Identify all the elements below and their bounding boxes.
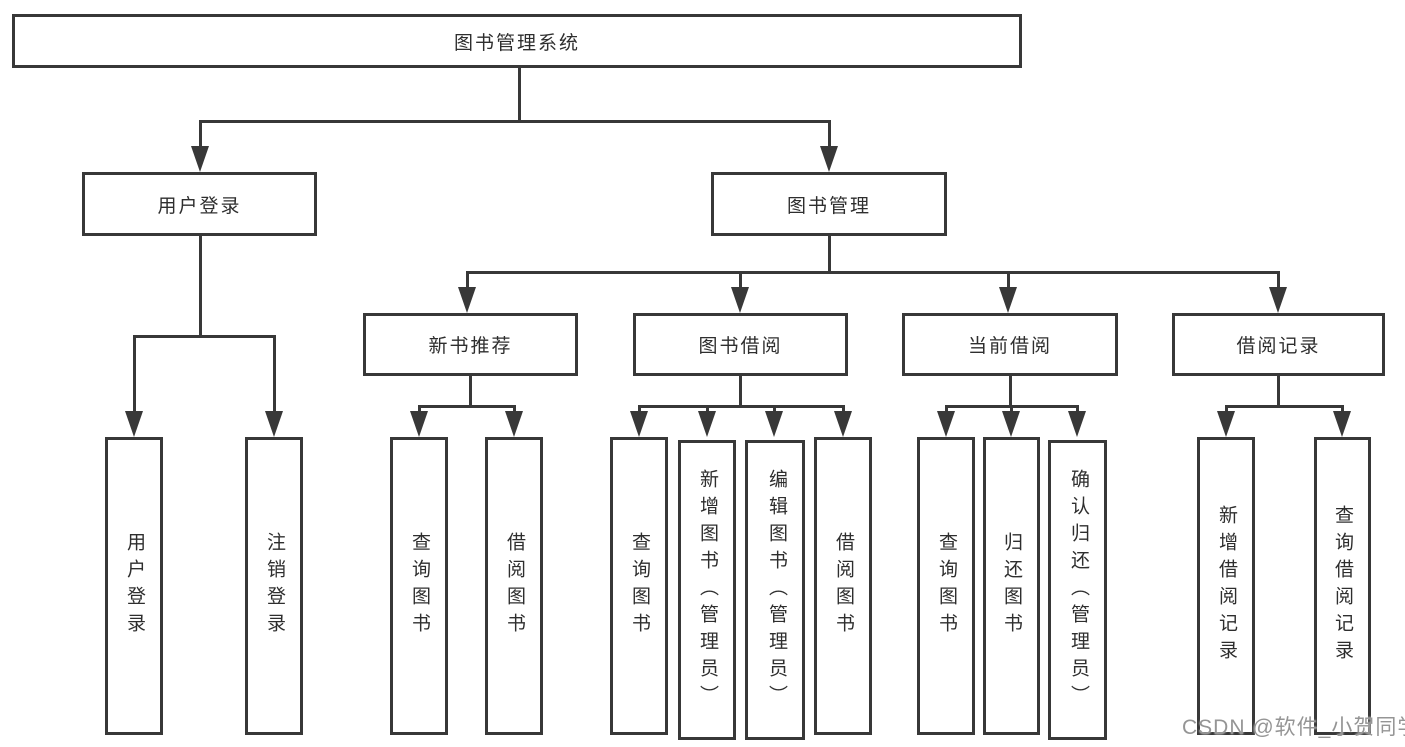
connector-vline: [199, 236, 202, 338]
connector-vline: [199, 120, 202, 150]
connector-vline: [828, 236, 831, 274]
connector-vline: [842, 405, 845, 415]
node-label: 当前借阅: [967, 336, 1052, 357]
leaf-label: 借阅图书: [504, 532, 525, 640]
arrow-down-icon: [458, 287, 476, 313]
connector-hline: [1225, 405, 1344, 408]
connector-vline: [1010, 405, 1013, 415]
arrow-down-icon: [999, 287, 1017, 313]
leaf-label: 注销登录: [264, 532, 285, 640]
connector-vline: [706, 405, 709, 415]
leaf-label: 查询图书: [409, 532, 430, 640]
leaf-label: 新增借阅记录: [1216, 505, 1237, 667]
connector-vline: [518, 68, 521, 122]
connector-vline: [466, 271, 469, 289]
arrow-down-icon: [765, 411, 783, 437]
leaf-label: 查询图书: [936, 532, 957, 640]
arrow-down-icon: [698, 411, 716, 437]
connector-vline: [945, 405, 948, 415]
node-current-borrowing: 当前借阅: [902, 313, 1118, 376]
leaf-label: 新增图书（管理员）: [697, 468, 718, 712]
node-label: 借阅记录: [1236, 336, 1321, 357]
leaf-query-books-borrowing: 查询图书: [610, 437, 668, 735]
arrow-down-icon: [820, 146, 838, 172]
connector-hline: [466, 271, 1280, 274]
leaf-borrow-books-borrowing: 借阅图书: [814, 437, 872, 735]
connector-vline: [513, 405, 516, 415]
connector-vline: [1341, 405, 1344, 415]
arrow-down-icon: [630, 411, 648, 437]
connector-vline: [1225, 405, 1228, 415]
connector-vline: [773, 405, 776, 415]
leaf-label: 查询图书: [629, 532, 650, 640]
leaf-add-borrow-record: 新增借阅记录: [1197, 437, 1255, 735]
connector-hline: [133, 335, 276, 338]
node-label: 图书管理: [786, 195, 871, 217]
connector-vline: [418, 405, 421, 415]
node-book-management: 图书管理: [711, 172, 947, 236]
connector-vline: [1009, 376, 1012, 408]
leaf-label: 归还图书: [1001, 532, 1022, 640]
arrow-down-icon: [731, 287, 749, 313]
leaf-query-borrow-record: 查询借阅记录: [1314, 437, 1371, 735]
arrow-down-icon: [834, 411, 852, 437]
connector-vline: [1007, 271, 1010, 289]
leaf-return-books: 归还图书: [983, 437, 1040, 735]
connector-vline: [133, 335, 136, 413]
node-new-book-recommend: 新书推荐: [363, 313, 578, 376]
connector-hline: [418, 405, 516, 408]
leaf-confirm-return-admin: 确认归还（管理员）: [1048, 440, 1107, 740]
arrow-down-icon: [937, 411, 955, 437]
arrow-down-icon: [125, 411, 143, 437]
arrow-down-icon: [1217, 411, 1235, 437]
arrow-down-icon: [1333, 411, 1351, 437]
node-label: 图书借阅: [698, 336, 783, 357]
node-label: 图书管理系统: [453, 32, 580, 54]
arrow-down-icon: [191, 146, 209, 172]
leaf-label: 查询借阅记录: [1332, 505, 1353, 667]
node-user-login: 用户登录: [82, 172, 317, 236]
leaf-edit-book-admin: 编辑图书（管理员）: [745, 440, 805, 740]
connector-vline: [273, 335, 276, 413]
connector-hline: [199, 120, 830, 123]
connector-vline: [638, 405, 641, 415]
arrow-down-icon: [1068, 411, 1086, 437]
connector-vline: [1277, 271, 1280, 289]
connector-vline: [469, 376, 472, 408]
leaf-add-book-admin: 新增图书（管理员）: [678, 440, 736, 740]
leaf-borrow-books-recommend: 借阅图书: [485, 437, 543, 735]
node-label: 新书推荐: [428, 336, 513, 357]
node-book-borrowing: 图书借阅: [633, 313, 848, 376]
leaf-query-books-recommend: 查询图书: [390, 437, 448, 735]
node-borrowing-records: 借阅记录: [1172, 313, 1385, 376]
arrow-down-icon: [410, 411, 428, 437]
connector-hline: [638, 405, 845, 408]
leaf-label: 确认归还（管理员）: [1068, 468, 1089, 712]
leaf-user-login: 用户登录: [105, 437, 163, 735]
leaf-label: 编辑图书（管理员）: [766, 468, 787, 712]
arrow-down-icon: [505, 411, 523, 437]
leaf-logout: 注销登录: [245, 437, 303, 735]
arrow-down-icon: [1269, 287, 1287, 313]
connector-vline: [739, 271, 742, 289]
connector-vline: [1076, 405, 1079, 415]
node-library-system-root: 图书管理系统: [12, 14, 1022, 68]
csdn-watermark: CSDN @软件_小贺同学: [1182, 716, 1405, 739]
leaf-query-books-current: 查询图书: [917, 437, 975, 735]
connector-vline: [739, 376, 742, 408]
node-label: 用户登录: [157, 195, 242, 217]
leaf-label: 用户登录: [124, 532, 145, 640]
arrow-down-icon: [1002, 411, 1020, 437]
connector-vline: [828, 120, 831, 150]
connector-vline: [1277, 376, 1280, 408]
arrow-down-icon: [265, 411, 283, 437]
leaf-label: 借阅图书: [833, 532, 854, 640]
